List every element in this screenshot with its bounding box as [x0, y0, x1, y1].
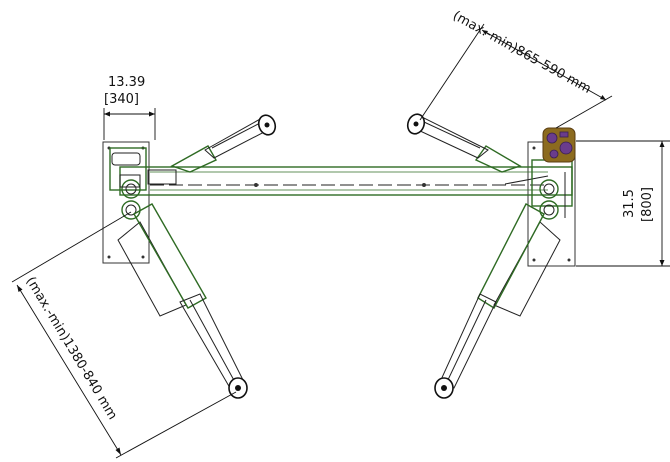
- short-arm-dimension: (max.-min)865-590 mm: [419, 8, 613, 129]
- left-post: [109, 147, 147, 220]
- height-inch-label: 31.5: [622, 189, 637, 218]
- short-arm-label: (max.-min)865-590 mm: [450, 8, 593, 97]
- width-inch-label: 13.39: [108, 75, 145, 90]
- width-mm-label: [340]: [104, 92, 139, 107]
- power-unit: [542, 127, 576, 163]
- lower-left-arm: [117, 203, 248, 399]
- height-mm-label: [800]: [640, 187, 655, 222]
- upper-left-arm: [170, 114, 277, 173]
- lower-right-arm: [434, 203, 561, 399]
- height-dimension: 31.5 [800]: [576, 140, 670, 267]
- width-dimension: 13.39 [340]: [103, 75, 156, 140]
- upper-right-arm: [406, 113, 522, 173]
- long-arm-label: (max.-min)1380-840 mm: [23, 274, 120, 422]
